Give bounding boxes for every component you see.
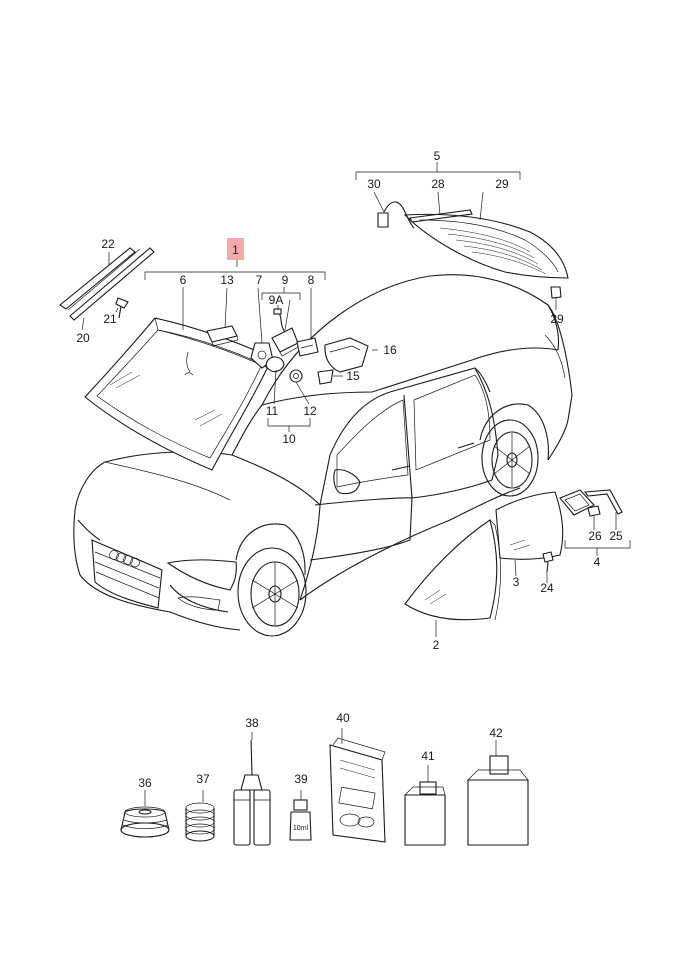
part-15-cover-small xyxy=(317,369,334,385)
callout-28[interactable]: 28 xyxy=(431,177,445,191)
callout-37[interactable]: 37 xyxy=(196,772,210,786)
callout-25[interactable]: 25 xyxy=(609,529,623,543)
callout-4[interactable]: 4 xyxy=(594,555,601,569)
part-37-strip-coil xyxy=(185,802,215,842)
callout-7[interactable]: 7 xyxy=(256,273,263,287)
callout-40[interactable]: 40 xyxy=(336,711,350,725)
part-30-connector xyxy=(377,201,415,229)
front-wheel xyxy=(235,523,307,637)
windshield-part xyxy=(84,317,273,471)
part-42-canister xyxy=(467,755,529,846)
part-8-mount xyxy=(296,337,319,357)
callout-42[interactable]: 42 xyxy=(489,726,503,740)
part-11-clip xyxy=(265,356,285,373)
callout-24[interactable]: 24 xyxy=(540,581,554,595)
callout-26[interactable]: 26 xyxy=(588,529,602,543)
leader-lines xyxy=(81,162,631,806)
part-12-nut xyxy=(289,369,303,383)
callout-15[interactable]: 15 xyxy=(346,369,360,383)
part-36-roll xyxy=(120,806,170,838)
part-16-cover xyxy=(324,337,369,373)
callout-29-clip[interactable]: 29 xyxy=(550,312,564,326)
callout-1[interactable]: 1 xyxy=(232,243,239,257)
highlight-part-1 xyxy=(227,238,244,260)
callout-3[interactable]: 3 xyxy=(513,575,520,589)
part-9a-wire xyxy=(273,308,286,333)
callout-36[interactable]: 36 xyxy=(138,776,152,790)
callout-38[interactable]: 38 xyxy=(245,716,259,730)
moldings-22-20 xyxy=(59,247,155,321)
part-24-clip xyxy=(542,551,554,573)
audi-rings xyxy=(109,550,140,568)
clip-21 xyxy=(115,297,129,319)
callout-10[interactable]: 10 xyxy=(282,432,296,446)
callouts: 1 6 13 7 9 8 9A 16 15 11 12 10 22 21 20 … xyxy=(76,149,623,790)
part-29-clip xyxy=(550,286,562,299)
rear-wheel xyxy=(479,403,549,497)
callout-41[interactable]: 41 xyxy=(421,749,435,763)
callout-5[interactable]: 5 xyxy=(434,149,441,163)
part-13-sensor xyxy=(206,325,239,347)
callout-30[interactable]: 30 xyxy=(367,177,381,191)
part-39-bottle: 10ml xyxy=(289,799,312,841)
part-41-primer-bottle xyxy=(404,781,446,846)
callout-9a[interactable]: 9A xyxy=(269,293,284,307)
callout-11[interactable]: 11 xyxy=(266,404,279,418)
callout-20[interactable]: 20 xyxy=(76,331,90,345)
callout-16[interactable]: 16 xyxy=(383,343,397,357)
bottle-label-39: 10ml xyxy=(293,825,309,832)
callout-21[interactable]: 21 xyxy=(103,312,117,326)
callout-29-top[interactable]: 29 xyxy=(495,177,509,191)
callout-13[interactable]: 13 xyxy=(220,273,234,287)
callout-12[interactable]: 12 xyxy=(303,404,317,418)
part-38-adhesive-cartridge xyxy=(233,739,271,846)
callout-9[interactable]: 9 xyxy=(282,273,289,287)
callout-2[interactable]: 2 xyxy=(433,638,440,652)
part-9-housing xyxy=(271,327,301,357)
rear-window-part xyxy=(403,209,569,279)
callout-39[interactable]: 39 xyxy=(294,772,308,786)
car-body-outline xyxy=(73,274,573,637)
part-40-kit-box xyxy=(329,737,386,843)
door-glass-3 xyxy=(495,491,564,560)
callout-6[interactable]: 6 xyxy=(180,273,187,287)
door-glass-2 xyxy=(404,519,501,621)
callout-8[interactable]: 8 xyxy=(308,273,315,287)
callout-22[interactable]: 22 xyxy=(101,237,115,251)
quarter-glass-4 xyxy=(559,489,623,517)
